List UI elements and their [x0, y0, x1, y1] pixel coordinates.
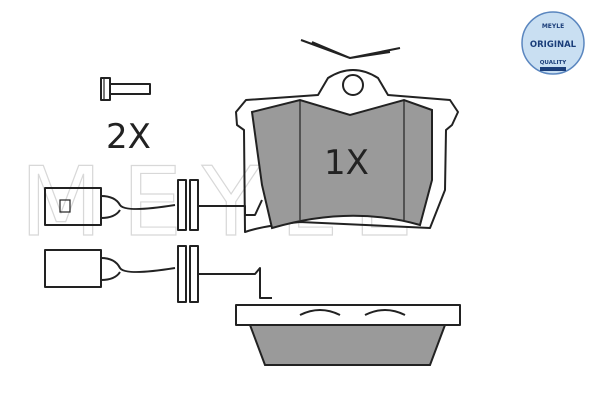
bolt-quantity: 2X	[106, 117, 151, 157]
brake-pad-front	[235, 39, 459, 233]
wear-sensor-top	[44, 179, 263, 231]
svg-text:MEYLE: MEYLE	[542, 23, 564, 30]
wear-sensor-bottom	[44, 245, 272, 303]
bolt-icon	[100, 77, 151, 101]
brake-pad-side	[235, 304, 461, 366]
svg-text:ORIGINAL: ORIGINAL	[530, 40, 577, 50]
svg-text:QUALITY: QUALITY	[540, 60, 568, 66]
meyle-original-logo: MEYLE ORIGINAL QUALITY	[521, 11, 585, 75]
pad-quantity: 1X	[324, 143, 369, 183]
